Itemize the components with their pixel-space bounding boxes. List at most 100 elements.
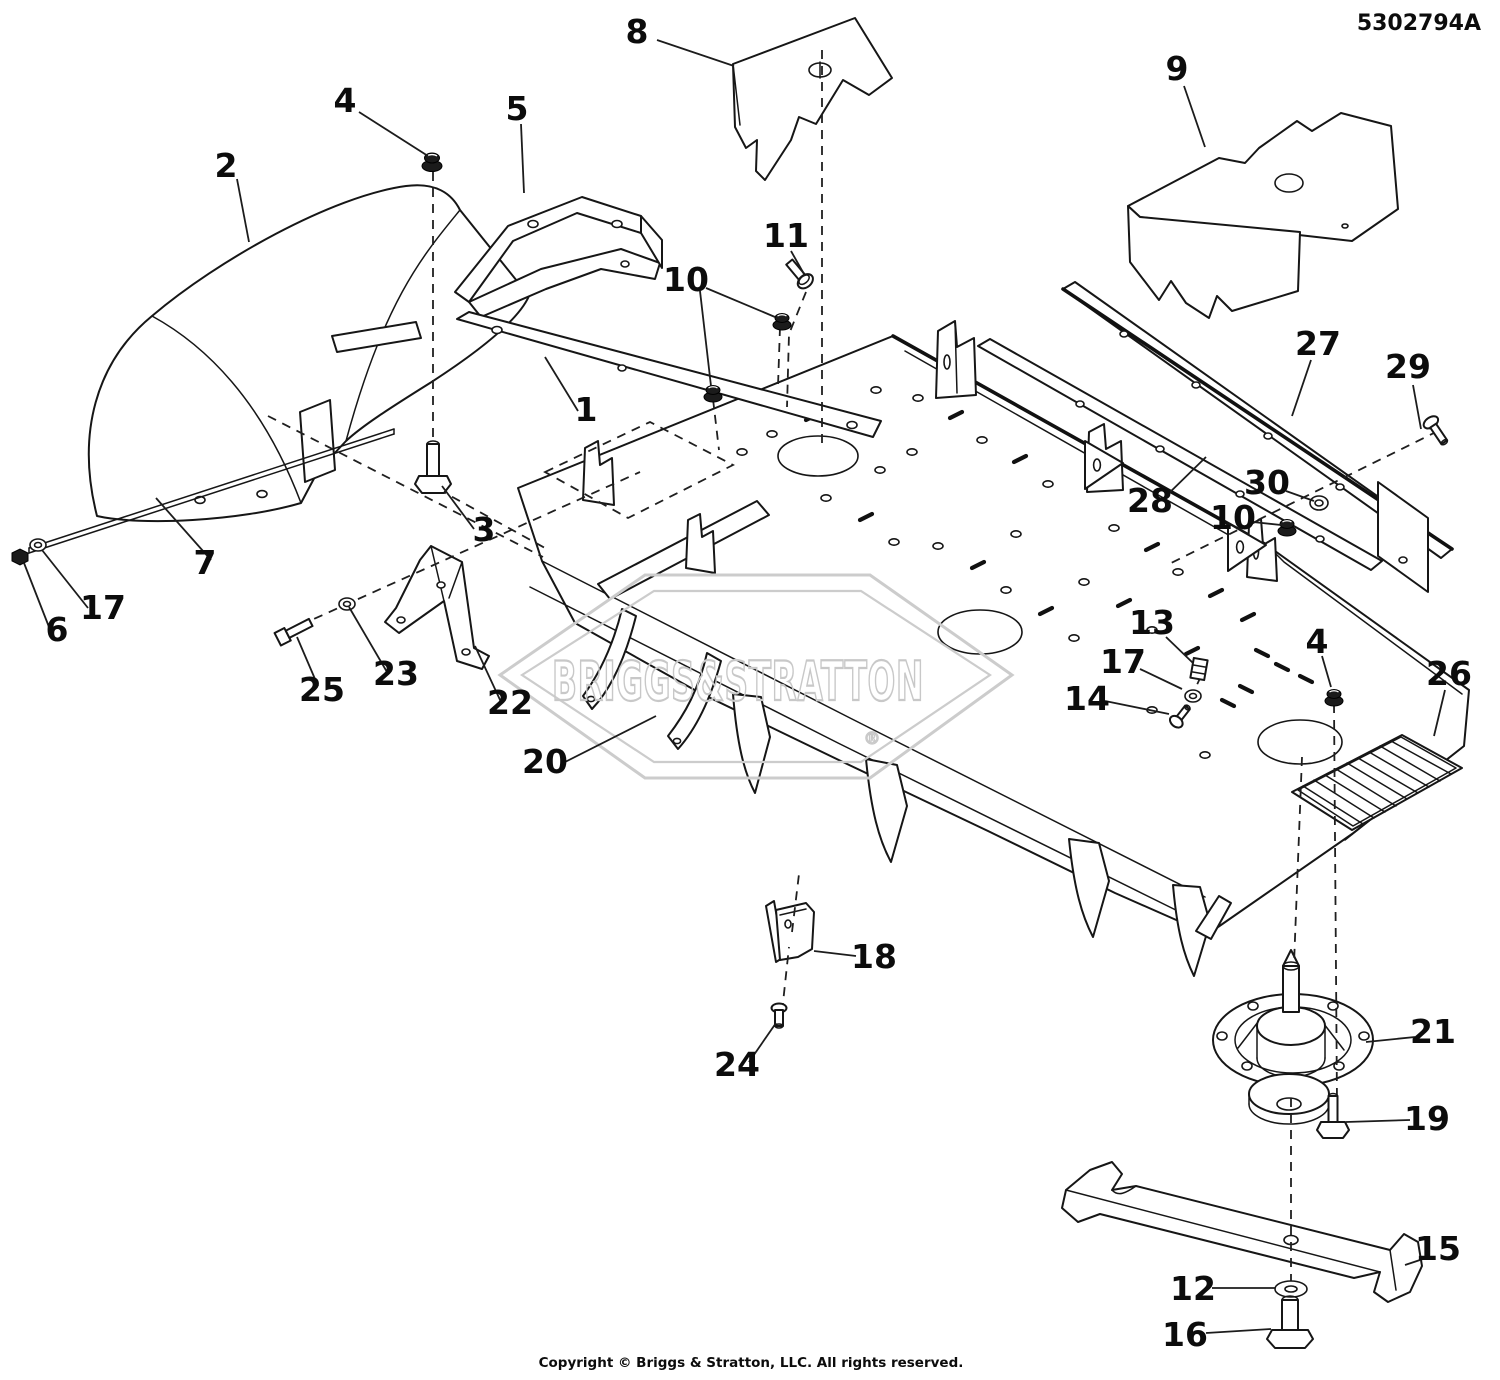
leader-line-6 [23,562,50,628]
part-label-21: 21 [1410,1012,1456,1051]
leader-line-21 [1365,1036,1416,1043]
part-label-19: 19 [1404,1099,1450,1138]
leader-line-1 [544,356,579,412]
leader-line-5 [520,123,525,194]
rail-lower [977,338,1429,593]
part-label-13: 13 [1129,603,1175,642]
leader-line-4 [358,111,429,157]
part-label-22: 22 [487,683,533,722]
leader-line-20 [562,715,657,764]
hanger-bracket [384,545,490,670]
part-label-1: 1 [575,390,598,429]
belt-cover-large [1127,112,1399,319]
leader-line-10 [1252,521,1282,526]
part-label-9: 9 [1166,49,1189,88]
part-label-15: 15 [1415,1229,1461,1268]
part-label-29: 29 [1385,347,1431,386]
part-label-26: 26 [1426,654,1472,693]
leader-line-28 [1163,456,1207,499]
leader-line-3 [441,485,475,530]
flange-nut [1324,689,1344,707]
mower-blade [1061,1161,1423,1303]
leader-line-18 [813,950,857,957]
part-label-10: 10 [663,260,709,299]
briggs-stratton-watermark: BRIGGS&STRATTON ® [497,573,1015,780]
blade-bolt [1266,1295,1314,1349]
leader-line-29 [1412,384,1422,430]
leader-line-7 [155,497,212,561]
part-label-4: 4 [1306,622,1329,661]
leader-line-14 [1104,700,1170,715]
washer [29,538,47,552]
leader-line-2 [236,178,250,243]
registered-mark: ® [864,729,881,749]
leader-line-30 [1285,490,1315,502]
washer [1309,495,1329,511]
carriage-bolt [414,440,452,494]
washer [338,597,356,611]
stop-bracket [765,900,815,963]
flange-nut [703,385,723,403]
washer [1184,689,1202,703]
leader-line-17 [41,549,89,609]
part-label-7: 7 [194,543,217,582]
part-label-30: 30 [1244,463,1290,502]
leader-line-16 [1205,1328,1272,1334]
flange-nut [1277,519,1297,537]
part-label-14: 14 [1064,679,1110,718]
part-label-23: 23 [373,654,419,693]
part-label-28: 28 [1127,481,1173,520]
part-label-27: 27 [1295,324,1341,363]
leader-line-22 [474,645,502,703]
leader-line-24 [748,1022,777,1063]
part-label-6: 6 [46,610,69,649]
leader-line-15 [1404,1257,1427,1266]
flange-nut [772,313,792,331]
leader-line-27 [1291,359,1312,417]
part-label-11: 11 [763,216,809,255]
flange-nut [421,152,443,172]
leader-line-13 [1165,636,1194,664]
leader-line-4 [1321,655,1332,688]
leader-line-10 [699,290,712,387]
part-label-25: 25 [299,670,345,709]
watermark-text: BRIGGS&STRATTON [552,650,924,713]
discharge-chute [87,184,530,523]
document-number: 5302794A [1357,11,1481,36]
leader-line-8 [656,39,735,67]
part-label-18: 18 [851,937,897,976]
washer [1274,1280,1308,1298]
part-label-4: 4 [334,81,357,120]
hex-bolt [1316,1092,1350,1139]
hex-bolt [1422,415,1449,446]
part-label-20: 20 [522,742,568,781]
parts-artwork [28,17,1470,1303]
leader-line-19 [1345,1119,1411,1123]
hardware [11,152,1449,1349]
part-label-12: 12 [1170,1269,1216,1308]
hex-bolt [273,617,314,647]
part-label-3: 3 [473,510,496,549]
leader-line-25 [296,636,319,687]
part-label-17: 17 [1100,642,1146,681]
hex-nut [11,548,29,566]
part-label-24: 24 [714,1045,760,1084]
shoulder-screw [770,1002,788,1029]
part-label-10: 10 [1210,498,1256,537]
hex-bolt [1168,704,1191,729]
spindle-assembly [1212,949,1374,1125]
support-strap [456,311,882,438]
leader-line-10 [705,287,776,318]
retainer-clip [1189,656,1209,682]
copyright-text: Copyright © Briggs & Stratton, LLC. All … [539,1355,964,1371]
part-label-8: 8 [626,12,649,51]
leader-line-17 [1139,668,1183,690]
hex-bolt [785,258,814,290]
part-label-16: 16 [1162,1315,1208,1354]
leader-line-23 [348,606,388,673]
assembly-lines [267,50,1439,1296]
leader-line-9 [1183,85,1206,148]
